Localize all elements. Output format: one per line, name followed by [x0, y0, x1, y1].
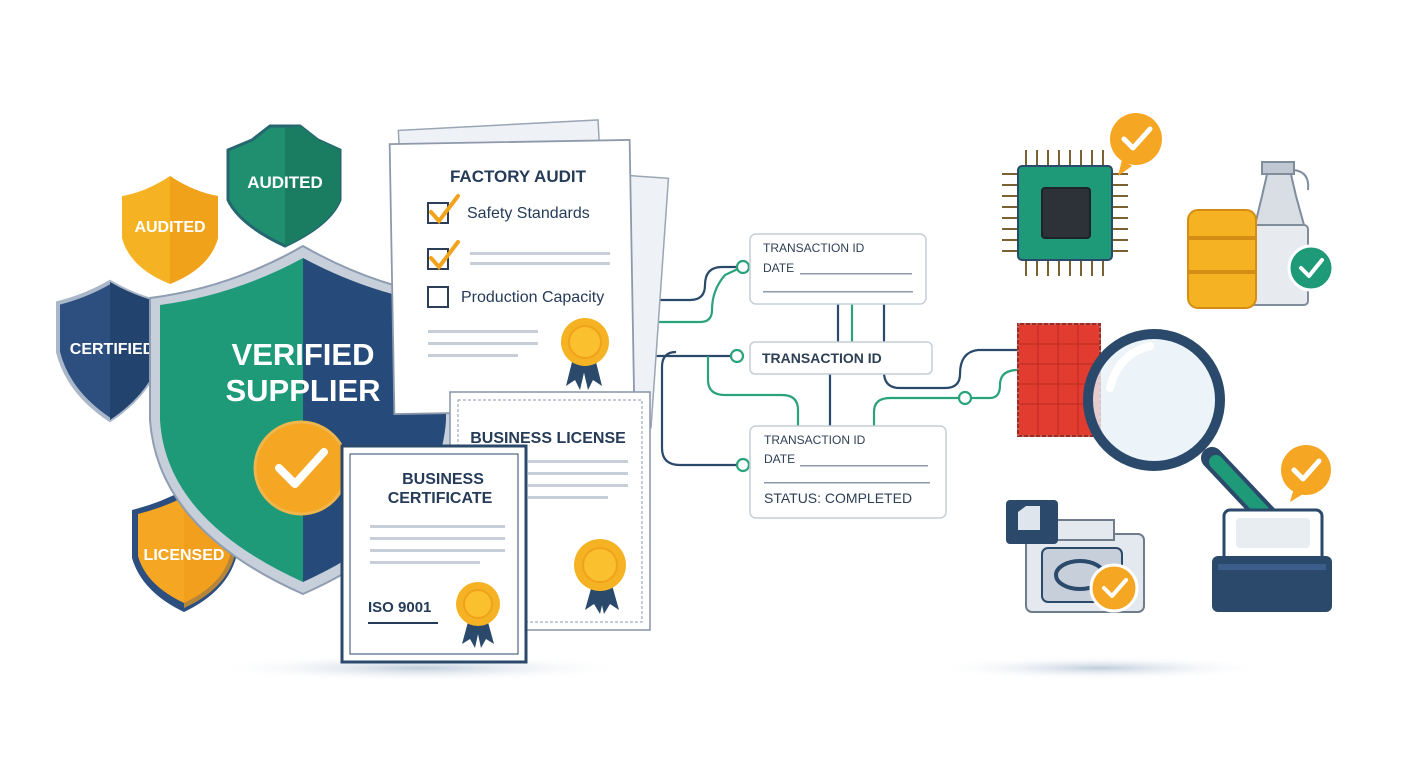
- transaction-card-3: TRANSACTION ID DATE STATUS: COMPLETED: [749, 425, 947, 519]
- factory-audit-item-1: Safety Standards: [467, 205, 590, 222]
- audited-gold-badge: AUDITED: [122, 176, 218, 284]
- magnifying-glass-icon: [1083, 329, 1289, 539]
- audited-teal-label: AUDITED: [247, 173, 323, 192]
- machine-part-icon: [1006, 500, 1145, 613]
- factory-audit-document: FACTORY AUDIT Safety Standards Productio…: [388, 139, 636, 415]
- transaction-date-label-3: DATE: [764, 452, 795, 466]
- ground-shadow-right: [930, 656, 1270, 680]
- transaction-card-2: TRANSACTION ID: [749, 341, 933, 375]
- transaction-id-label-1: TRANSACTION ID: [763, 241, 865, 255]
- transaction-status: STATUS: COMPLETED: [764, 490, 912, 506]
- transaction-card-1: TRANSACTION ID DATE: [749, 233, 927, 305]
- business-certificate-document: BUSINESS CERTIFICATE ISO 9001: [340, 444, 528, 664]
- checkmark-icon: [253, 420, 349, 516]
- microchip-icon: [1002, 150, 1128, 276]
- shield-title-line2: SUPPLIER: [225, 373, 380, 408]
- licensed-label: LICENSED: [144, 547, 225, 564]
- verified-badge-microchip: [1110, 113, 1162, 176]
- iso-label: ISO 9001: [368, 599, 431, 616]
- business-license-title: BUSINESS LICENSE: [470, 430, 626, 447]
- factory-audit-title: FACTORY AUDIT: [450, 167, 587, 186]
- transaction-date-label-1: DATE: [763, 261, 794, 275]
- transaction-id-label-3: TRANSACTION ID: [764, 433, 866, 447]
- seal-icon-certificate: [456, 582, 500, 648]
- audited-teal-badge: AUDITED: [226, 124, 342, 248]
- audited-gold-label: AUDITED: [134, 219, 205, 236]
- checkbox-3: [427, 286, 449, 308]
- business-certificate-title-1: BUSINESS: [402, 471, 484, 488]
- certified-label: CERTIFIED: [70, 341, 154, 358]
- seal-icon-license: [574, 539, 626, 614]
- shield-title-line1: VERIFIED: [232, 337, 375, 372]
- tape-and-bottle-icon: [1187, 161, 1335, 309]
- factory-audit-item-3: Production Capacity: [461, 289, 604, 306]
- seal-icon-audit: [561, 318, 609, 390]
- transaction-id-label-2: TRANSACTION ID: [762, 350, 882, 366]
- connector-lines: [635, 259, 1019, 473]
- business-certificate-title-2: CERTIFICATE: [388, 490, 493, 507]
- container-icon: [1212, 445, 1332, 612]
